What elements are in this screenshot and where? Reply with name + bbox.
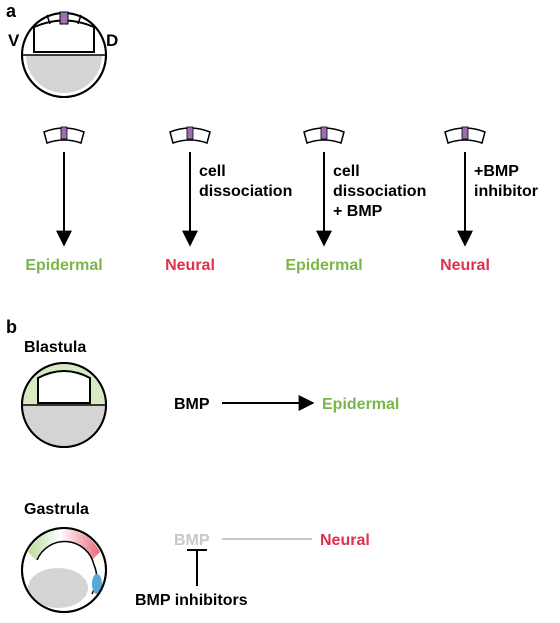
animal-cap-marker bbox=[320, 126, 328, 140]
organizer-region bbox=[92, 574, 102, 594]
animal-cap-marker bbox=[461, 126, 469, 140]
axis-ventral-label: V bbox=[8, 31, 20, 50]
experiment-1: Epidermal bbox=[25, 126, 103, 274]
result-label: Epidermal bbox=[285, 257, 362, 274]
animal-cap-marker bbox=[60, 126, 68, 140]
bmp-inhibitors-label: BMP inhibitors bbox=[135, 592, 248, 609]
result-label: Epidermal bbox=[25, 257, 102, 274]
gastrula-title: Gastrula bbox=[24, 501, 89, 518]
result-label: Neural bbox=[440, 257, 490, 274]
gastrula-result-label: Neural bbox=[320, 532, 370, 549]
result-label: Neural bbox=[165, 257, 215, 274]
embryo-axis-diagram bbox=[21, 11, 107, 98]
animal-cap-marker bbox=[186, 126, 194, 140]
panel-b-label: b bbox=[6, 317, 17, 337]
blastula-title: Blastula bbox=[24, 339, 86, 356]
axis-dorsal-label: D bbox=[106, 31, 118, 50]
panel-a-label: a bbox=[6, 1, 17, 21]
animal-cap-explant bbox=[59, 11, 69, 25]
blastula-embryo bbox=[21, 362, 107, 448]
blastula-result-label: Epidermal bbox=[322, 396, 399, 413]
gastrula-embryo bbox=[21, 527, 107, 613]
gastrula-bmp-label: BMP bbox=[174, 532, 210, 549]
blastula-bmp-label: BMP bbox=[174, 396, 210, 413]
